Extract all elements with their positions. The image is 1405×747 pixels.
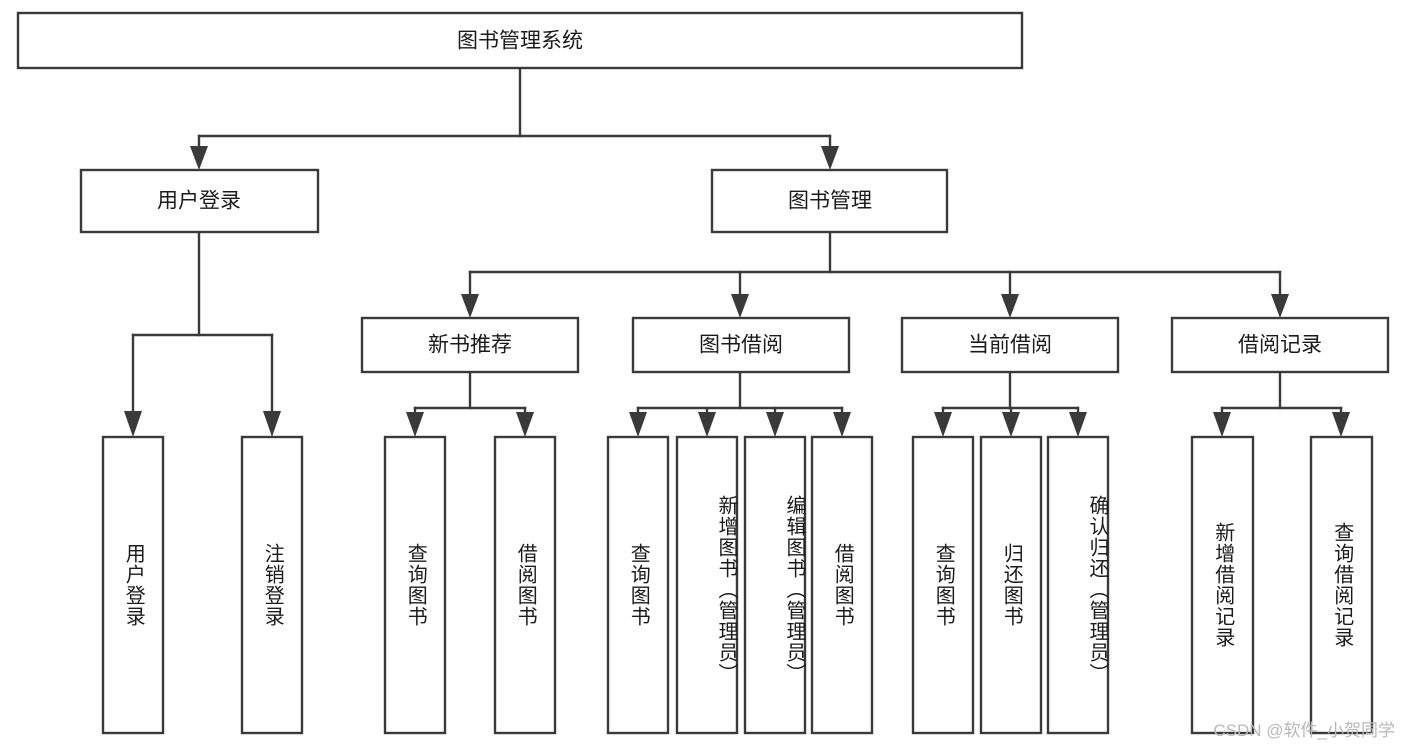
arrow-leaf-edit-book bbox=[766, 412, 784, 437]
arrow-leaf-confirm-return bbox=[1069, 412, 1087, 437]
node-new-book-recommend-label: 新书推荐 bbox=[428, 334, 512, 357]
arrow-leaf-query-book-2 bbox=[629, 412, 647, 437]
node-leaf-query-book-2[interactable] bbox=[606, 435, 670, 735]
arrow-leaf-query-record bbox=[1332, 412, 1350, 437]
node-user-login[interactable] bbox=[79, 168, 320, 234]
node-leaf-query-record[interactable] bbox=[1309, 435, 1374, 735]
arrow-leaf-user-login bbox=[124, 411, 142, 437]
node-book-manage[interactable] bbox=[710, 168, 949, 234]
node-leaf-edit-book[interactable] bbox=[743, 435, 807, 735]
arrow-leaf-add-record bbox=[1213, 412, 1231, 437]
arrow-book-borrow bbox=[731, 294, 749, 318]
node-leaf-borrow-book-2[interactable] bbox=[810, 435, 874, 735]
arrow-current-borrow bbox=[1001, 294, 1019, 318]
connector-group bbox=[124, 66, 1350, 437]
node-leaf-confirm-return[interactable] bbox=[1046, 435, 1110, 735]
node-book-borrow[interactable] bbox=[631, 316, 851, 374]
node-leaf-query-book-3[interactable] bbox=[911, 435, 975, 735]
node-leaf-add-book[interactable] bbox=[675, 435, 739, 735]
arrow-book-manage bbox=[821, 146, 839, 170]
node-current-borrow[interactable] bbox=[900, 316, 1120, 374]
node-borrow-record-label: 借阅记录 bbox=[1238, 334, 1322, 357]
arrow-user-login bbox=[190, 146, 208, 170]
arrow-leaf-borrow-book-1 bbox=[516, 412, 534, 437]
arrow-borrow-record bbox=[1271, 294, 1289, 318]
arrow-new-book bbox=[461, 294, 479, 318]
arrow-leaf-query-book-1 bbox=[406, 412, 424, 437]
arrow-leaf-query-book-3 bbox=[934, 412, 952, 437]
arrow-leaf-add-book bbox=[698, 412, 716, 437]
node-new-book-recommend[interactable] bbox=[360, 316, 580, 374]
arrow-leaf-logout bbox=[263, 411, 281, 437]
node-borrow-record[interactable] bbox=[1170, 316, 1390, 374]
node-leaf-return-book[interactable] bbox=[979, 435, 1043, 735]
node-current-borrow-label: 当前借阅 bbox=[968, 334, 1052, 357]
node-leaf-query-book-1[interactable] bbox=[383, 435, 447, 735]
arrow-leaf-return-book bbox=[1002, 412, 1020, 437]
node-user-login-label: 用户登录 bbox=[157, 190, 241, 213]
node-book-borrow-label: 图书借阅 bbox=[699, 334, 783, 357]
watermark: CSDN @软件_小贺同学 bbox=[1213, 721, 1395, 740]
node-root[interactable] bbox=[16, 11, 1024, 70]
node-leaf-borrow-book-1[interactable] bbox=[493, 435, 557, 735]
arrow-leaf-borrow-book-2 bbox=[833, 412, 851, 437]
node-book-manage-label: 图书管理 bbox=[788, 190, 872, 213]
node-leaf-add-record[interactable] bbox=[1190, 435, 1255, 735]
node-root-label: 图书管理系统 bbox=[457, 30, 583, 53]
node-leaf-logout[interactable] bbox=[240, 435, 304, 735]
node-leaf-user-login[interactable] bbox=[101, 435, 165, 735]
